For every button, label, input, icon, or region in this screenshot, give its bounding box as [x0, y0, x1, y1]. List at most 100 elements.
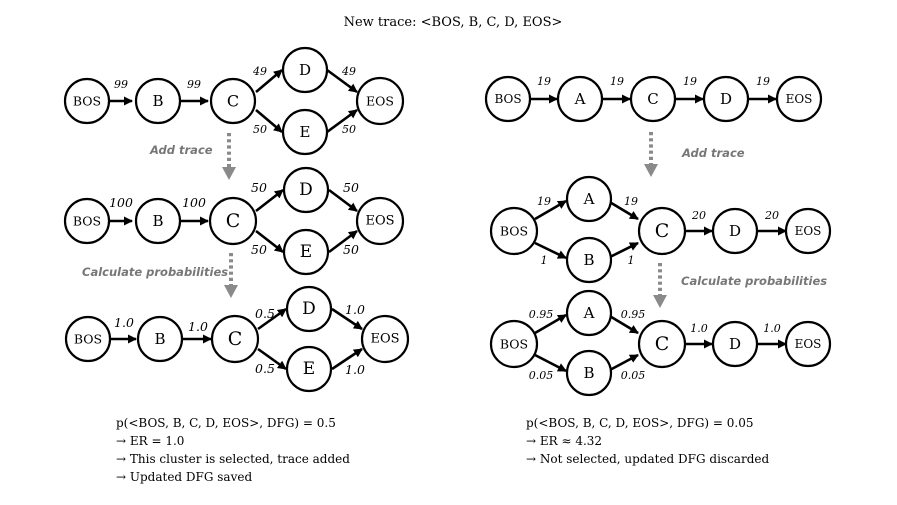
arrow-head — [644, 164, 658, 177]
edge-label: 1 — [541, 254, 548, 267]
edge-c-d — [255, 69, 283, 93]
note-line: p(<BOS, B, C, D, EOS>, DFG) = 0.5 — [116, 416, 336, 430]
node-label-a: A — [583, 304, 595, 322]
node-label-e: E — [300, 123, 311, 141]
edge-label: 100 — [182, 195, 206, 210]
edge-label: 20 — [764, 209, 779, 222]
node-label-bos: BOS — [73, 94, 101, 109]
node-eos — [784, 320, 832, 368]
edge-c-e — [255, 229, 284, 254]
node-eos — [355, 196, 405, 246]
edge-label: 50 — [342, 123, 356, 136]
node-label-eos: EOS — [370, 332, 399, 347]
node-label-d: D — [720, 90, 732, 108]
node-label-eos: EOS — [366, 94, 394, 109]
note-line: → ER ≈ 4.32 — [526, 434, 602, 448]
node-label-d: D — [299, 180, 313, 200]
arrow-head — [222, 167, 236, 180]
node-label-b: B — [152, 92, 163, 110]
left-dfg-updated: 100 100 50 50 50 50 BOS B C D E EOS — [63, 166, 405, 276]
edge-label: 19 — [683, 75, 697, 88]
edge-c-d — [255, 188, 284, 213]
node-bos — [63, 77, 111, 125]
edge-label: 50 — [251, 242, 267, 257]
step-add-trace-right: Add trace — [644, 132, 745, 177]
node-label-c: C — [655, 220, 670, 242]
node-bos — [484, 75, 532, 123]
step-label-add-trace: Add trace — [149, 143, 213, 157]
left-dfg-probabilities: 1.0 1.0 0.5 0.5 1.0 1.0 BOS B C D E EOS — [64, 285, 410, 393]
arrow-head — [224, 285, 238, 298]
node-bos — [63, 197, 111, 245]
right-dfg-probabilities: 0.95 0.05 0.95 0.05 1.0 1.0 BOS A B C D … — [489, 289, 832, 397]
left-result-notes: p(<BOS, B, C, D, EOS>, DFG) = 0.5 → ER =… — [116, 416, 350, 484]
node-label-eos: EOS — [795, 224, 822, 238]
node-eos — [355, 76, 405, 126]
node-label-b: B — [583, 251, 594, 269]
edge-label: 50 — [343, 180, 359, 195]
node-label-bos: BOS — [73, 214, 101, 229]
node-c — [209, 77, 257, 125]
node-label-e: E — [303, 359, 315, 379]
edge-e-eos — [328, 229, 358, 254]
note-line: → Not selected, updated DFG discarded — [526, 452, 769, 466]
edge-label: 19 — [610, 75, 624, 88]
node-label-c: C — [647, 90, 658, 108]
edge-label: 20 — [691, 209, 706, 222]
edge-bos-b — [534, 353, 567, 373]
edge-d-eos — [326, 68, 358, 94]
left-dfg-initial: 99 99 49 50 49 50 BOS B C D E EOS — [63, 46, 405, 156]
node-label-bos: BOS — [494, 92, 521, 106]
edge-label: 99 — [114, 78, 128, 91]
node-a — [565, 175, 613, 223]
step-label-add-trace: Add trace — [681, 146, 745, 160]
right-dfg-updated: 19 1 19 1 20 20 BOS A B C D EOS — [489, 175, 832, 284]
edge-label: 19 — [537, 195, 551, 208]
edge-label: 49 — [341, 65, 356, 78]
right-dfg-initial: 19 19 19 19 BOS A C D EOS — [484, 75, 823, 123]
edge-bos-a — [534, 313, 567, 335]
node-label-b: B — [154, 330, 165, 348]
edge-label: 19 — [537, 75, 551, 88]
node-b — [134, 197, 182, 245]
node-e — [285, 345, 333, 393]
node-d — [711, 320, 759, 368]
edge-label: 50 — [343, 242, 359, 257]
edge-label: 1.0 — [114, 315, 134, 330]
node-label-eos: EOS — [795, 337, 822, 351]
step-label-calc-probs: Calculate probabilities — [681, 274, 827, 288]
node-d — [702, 75, 750, 123]
node-c — [629, 75, 677, 123]
edge-label: 99 — [187, 78, 201, 91]
edge-e-eos — [326, 108, 358, 134]
edge-label: 19 — [756, 75, 770, 88]
edge-c-e — [257, 347, 287, 371]
node-label-c: C — [228, 328, 243, 350]
edge-label: 0.5 — [255, 361, 275, 376]
node-label-c: C — [227, 92, 239, 111]
edge-a-c — [607, 199, 639, 221]
node-label-a: A — [583, 190, 595, 208]
edge-a-c — [607, 313, 639, 335]
node-c — [208, 196, 258, 246]
edge-b-c — [607, 353, 639, 373]
note-line: p(<BOS, B, C, D, EOS>, DFG) = 0.05 — [526, 416, 754, 430]
node-eos — [360, 314, 410, 364]
note-line: → Updated DFG saved — [116, 470, 252, 484]
node-label-c: C — [655, 333, 670, 355]
edge-c-e — [255, 109, 283, 133]
figure-title: New trace: <BOS, B, C, D, EOS> — [344, 15, 563, 30]
node-label-a: A — [574, 90, 586, 108]
node-label-bos: BOS — [500, 337, 528, 352]
edge-label: 1 — [628, 254, 635, 267]
node-d — [711, 207, 759, 255]
edge-label: 0.95 — [621, 308, 646, 321]
node-d — [282, 166, 330, 214]
node-eos — [784, 207, 832, 255]
edge-label: 1.0 — [345, 302, 365, 317]
node-label-d: D — [729, 222, 741, 240]
edge-label: 49 — [252, 65, 267, 78]
node-label-eos: EOS — [365, 214, 394, 229]
node-a — [556, 75, 604, 123]
edge-label: 100 — [109, 195, 133, 210]
